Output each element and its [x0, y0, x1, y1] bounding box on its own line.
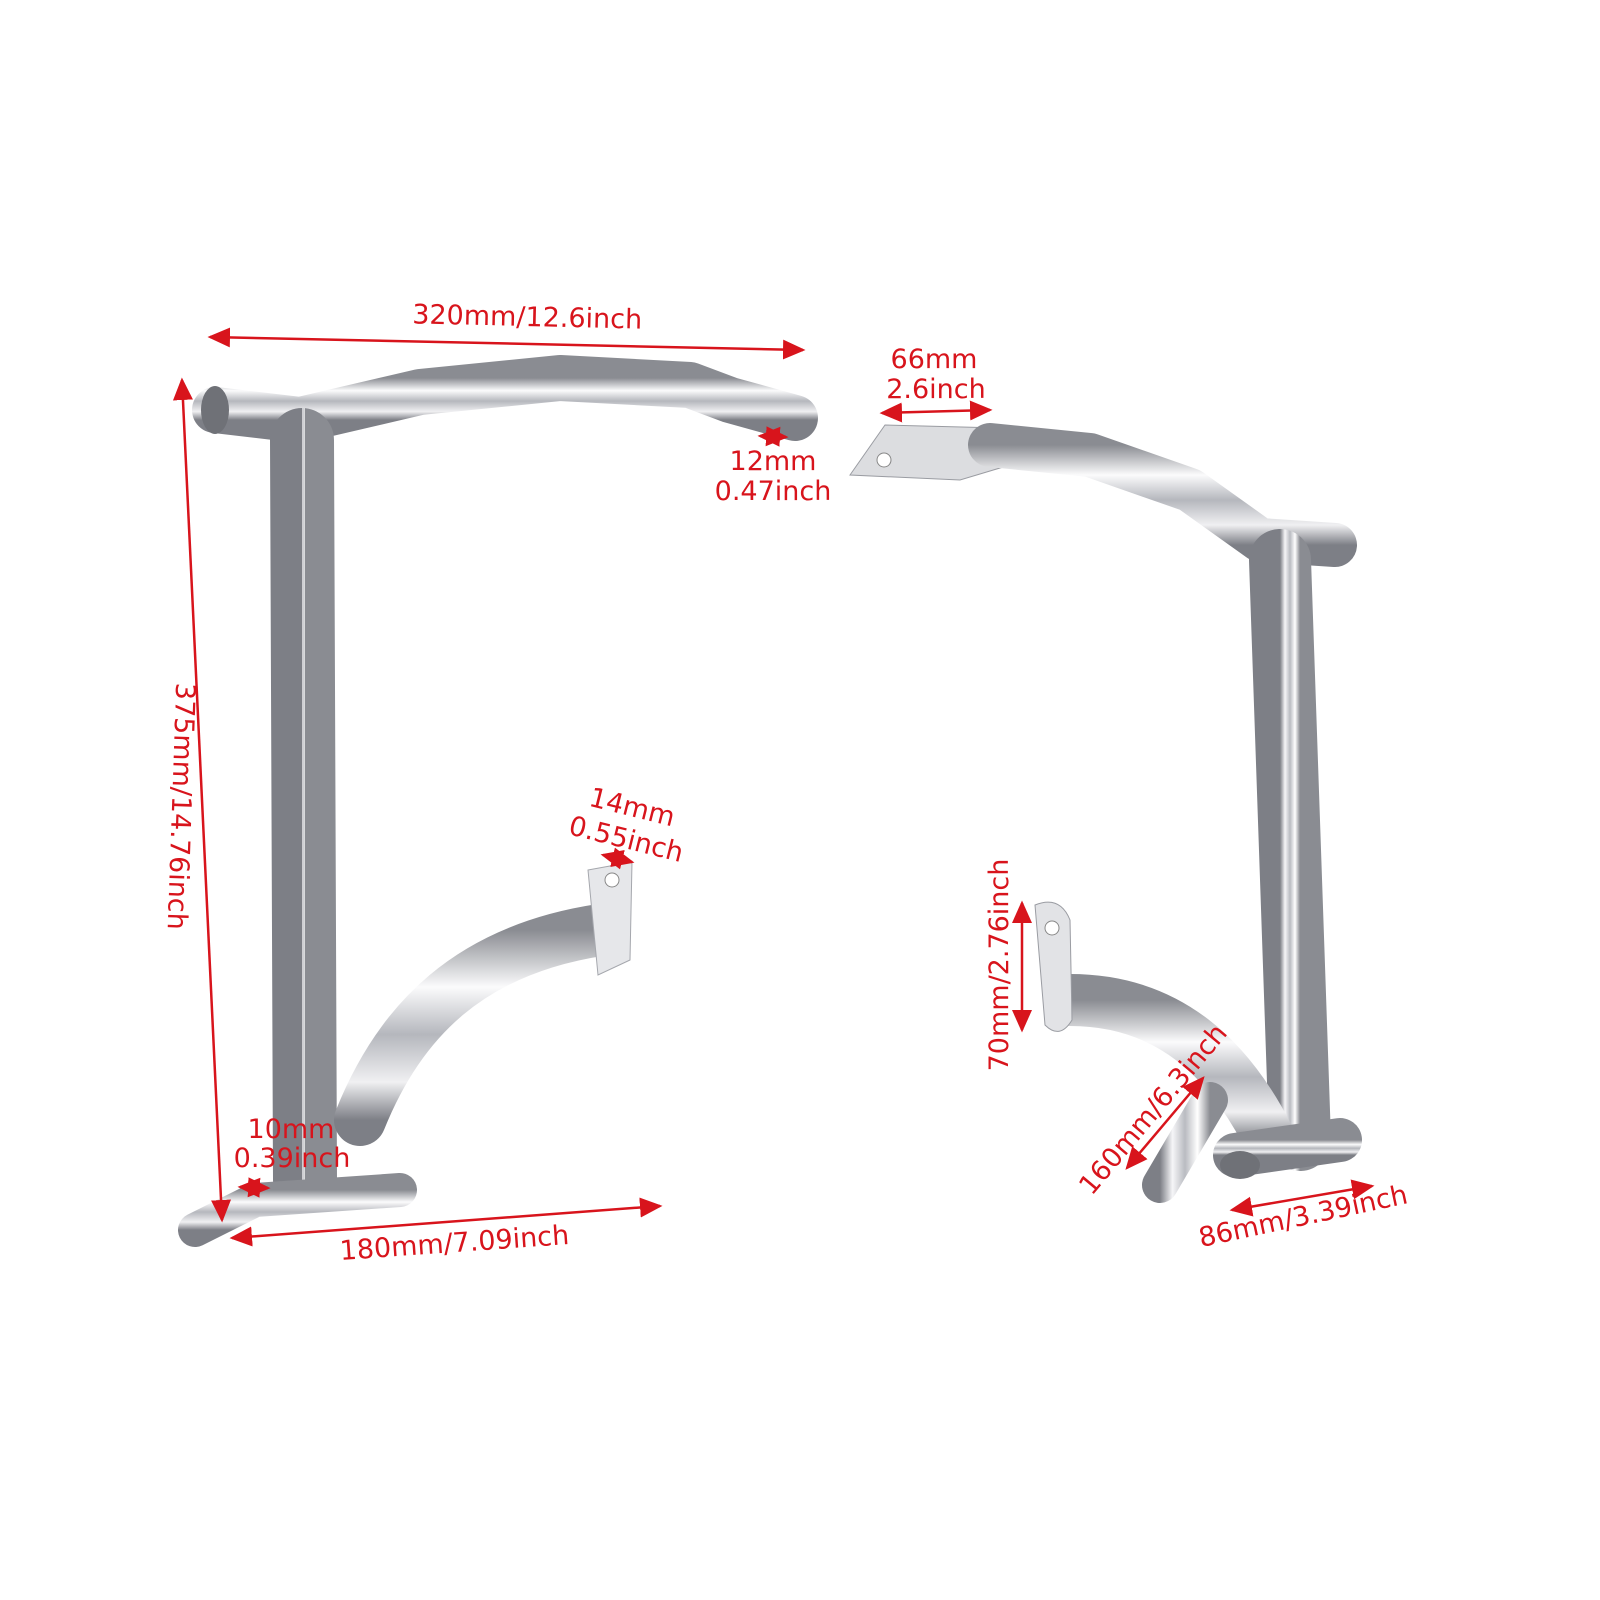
left-foot-tube — [178, 1173, 417, 1247]
arrow-14mm — [600, 847, 635, 870]
dimension-arrows — [172, 327, 1375, 1247]
left-lower-arm — [334, 904, 626, 1146]
arrow-12mm — [757, 426, 789, 447]
right-vertical-tube — [1249, 529, 1331, 1171]
arrow-66mm — [879, 400, 993, 423]
arrow-160mm — [1125, 1076, 1205, 1170]
label-foot-mm: 10mm — [248, 1114, 335, 1145]
label-top-width: 320mm/12.6inch — [412, 299, 643, 335]
arrow-86mm — [1229, 1179, 1375, 1217]
label-height: 375mm/14.76inch — [161, 682, 201, 930]
right-lower-arm — [1044, 974, 1296, 1166]
label-mount-plate-mm: 66mm — [891, 344, 978, 375]
left-tube-end — [201, 386, 229, 434]
left-vertical-tube — [270, 408, 337, 1212]
left-crash-bar — [178, 355, 818, 1247]
right-crash-bar — [849, 423, 1362, 1203]
label-tab-hole-mm: 12mm — [730, 446, 817, 477]
arrow-10mm — [237, 1177, 271, 1198]
label-mount-plate-inch: 2.6inch — [886, 374, 986, 405]
right-bracket-tab — [1034, 901, 1073, 1032]
label-foot-inch: 0.39inch — [234, 1143, 351, 1174]
arrow-375mm — [172, 377, 232, 1223]
label-foot-width: 86mm/3.39inch — [1196, 1179, 1411, 1254]
arrow-320mm — [207, 327, 806, 360]
arrow-180mm — [229, 1197, 663, 1247]
label-tab-hole-inch: 0.47inch — [715, 476, 832, 507]
right-bottom-tube — [1213, 1118, 1362, 1177]
label-bracket-height: 70mm/2.76inch — [984, 859, 1015, 1072]
